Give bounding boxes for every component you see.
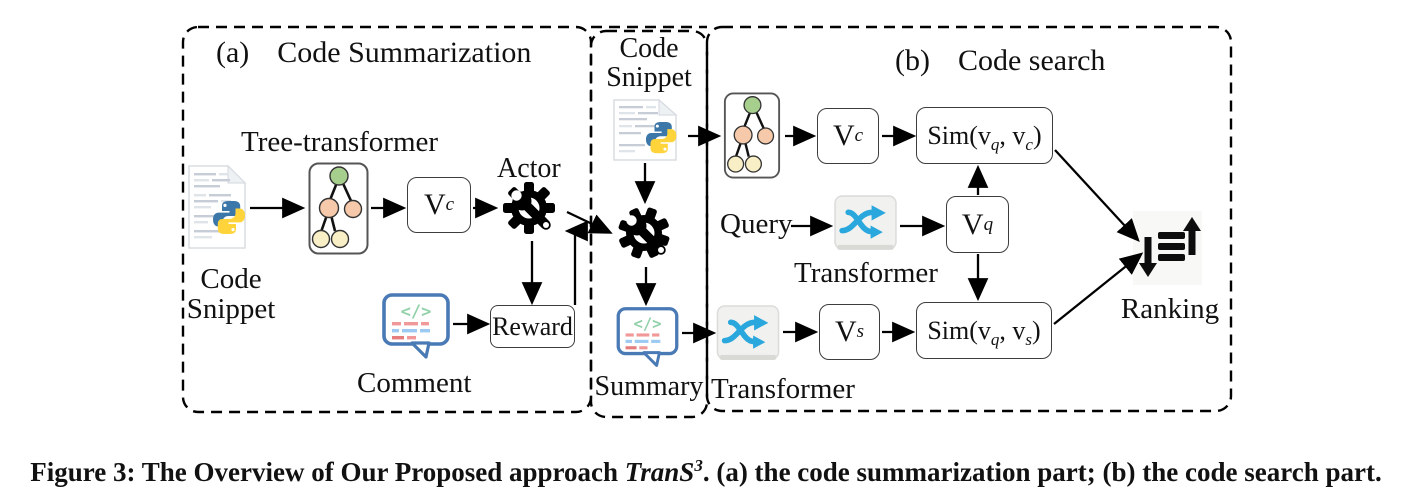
section-b-title: (b) Code search bbox=[895, 44, 1105, 78]
transformer-shuffle-icon-summary bbox=[716, 305, 780, 362]
section-a-boundary bbox=[181, 25, 593, 414]
python-logo bbox=[645, 121, 677, 154]
caption-lead: Figure 3: The Overview of Our Proposed a… bbox=[30, 457, 625, 487]
svg-text:</>: </> bbox=[401, 302, 432, 322]
reward-box: Reward bbox=[490, 305, 575, 348]
caption-approach-sup: 3 bbox=[694, 456, 703, 475]
transformer-shuffle-icon-query bbox=[834, 195, 897, 252]
middle-boundary bbox=[589, 29, 709, 419]
summary-label: Summary bbox=[594, 371, 704, 402]
actor-label: Actor bbox=[497, 153, 561, 184]
section-a-title: (a) Code Summarization bbox=[216, 36, 531, 70]
ranking-label: Ranking bbox=[1120, 293, 1220, 325]
code-snippet-label-mid: Code Snippet bbox=[606, 33, 692, 94]
python-logo bbox=[213, 201, 245, 234]
sim-qs-box: Sim(vq, vs) bbox=[916, 302, 1052, 359]
comment-bubble-icon-mid: </> bbox=[615, 306, 680, 370]
python-code-file-icon-a bbox=[186, 164, 248, 250]
svg-text:</>: </> bbox=[633, 315, 661, 333]
gear-wrench-actor-icon-a bbox=[498, 180, 564, 240]
transformer-label-summary: Transformer bbox=[711, 373, 855, 405]
gear-wrench-icon-mid bbox=[613, 204, 679, 266]
tree-transformer-icon-a bbox=[308, 162, 369, 255]
arrow-reward-to-actor-feedback bbox=[564, 220, 588, 305]
architecture-diagram: (a) Code Summarization (b) Code search T… bbox=[181, 25, 1233, 419]
arrow-simqc-to-ranking bbox=[1054, 149, 1140, 243]
query-label: Query bbox=[720, 208, 793, 240]
figure-caption: Figure 3: The Overview of Our Proposed a… bbox=[0, 456, 1412, 488]
python-code-file-icon-mid bbox=[611, 98, 679, 162]
arrow-actor-to-mid-gear bbox=[566, 210, 613, 234]
sim-qc-box: Sim(vq, vc) bbox=[916, 107, 1053, 164]
code-snippet-label-a: Code Snippet bbox=[186, 263, 276, 326]
section-b-boundary bbox=[705, 25, 1233, 413]
tree-transformer-label: Tree-transformer bbox=[241, 126, 439, 158]
section-a-tag: (a) bbox=[216, 36, 250, 69]
section-a-title-text: Code Summarization bbox=[277, 36, 532, 69]
connector-overlay bbox=[181, 25, 1233, 419]
tree-transformer-icon-b bbox=[721, 92, 783, 179]
caption-approach-name: TranS bbox=[624, 457, 695, 487]
arrow-simqs-to-ranking bbox=[1053, 252, 1144, 325]
comment-label: Comment bbox=[357, 367, 472, 399]
caption-rest: . (a) the code summarization part; (b) t… bbox=[702, 457, 1382, 487]
comment-bubble-icon-a: </> bbox=[381, 292, 451, 362]
section-b-title-text: Code search bbox=[957, 44, 1106, 77]
ranking-sort-icon bbox=[1131, 209, 1204, 287]
transformer-label-query: Transformer bbox=[794, 257, 938, 289]
section-b-tag: (b) bbox=[895, 44, 930, 77]
